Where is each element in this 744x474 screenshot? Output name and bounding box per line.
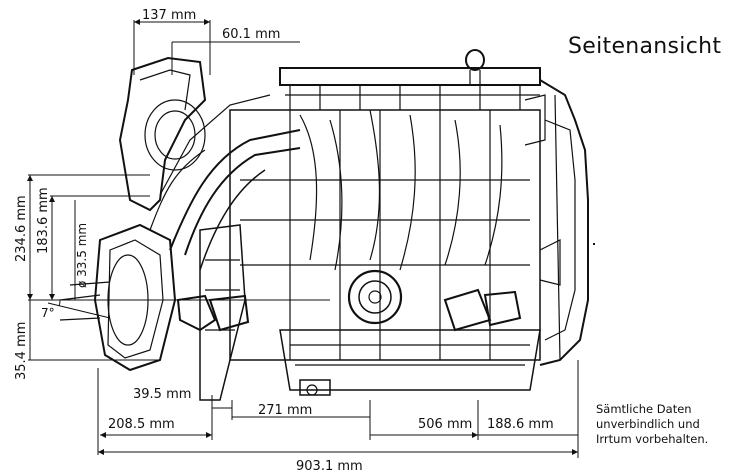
disclaimer-note: Sämtliche Daten unverbindlich und Irrtum… (596, 402, 708, 447)
dim-angle: 7° (41, 306, 55, 320)
dim-front-length: 208.5 mm (108, 417, 175, 432)
dim-height-upper: 234.6 mm (14, 195, 29, 262)
dim-top-offset: 60.1 mm (222, 27, 280, 42)
dim-center-length: 506 mm (418, 417, 472, 432)
dim-diameter: ø 33.5 mm (75, 223, 89, 288)
disclaimer-line: unverbindlich und (596, 417, 700, 431)
disclaimer-line: Irrtum vorbehalten. (596, 432, 709, 446)
dimension-labels: 137 mm 60.1 mm 234.6 mm 183.6 mm ø 33.5 … (14, 8, 554, 474)
dim-height-lower: 35.4 mm (14, 322, 29, 380)
dim-top-width: 137 mm (142, 8, 196, 23)
disclaimer-line: Sämtliche Daten (596, 402, 692, 416)
dim-rear-length: 188.6 mm (487, 417, 554, 432)
dim-height-mid: 183.6 mm (36, 187, 51, 254)
dim-mid-length: 271 mm (258, 403, 312, 418)
marker-dot (593, 243, 595, 245)
dimension-arrows (27, 19, 578, 455)
dim-small-offset: 39.5 mm (133, 387, 191, 402)
engine-outline (59, 49, 589, 401)
page-title: Seitenansicht (568, 34, 722, 59)
dimension-lines (28, 20, 579, 458)
dim-total-length: 903.1 mm (296, 459, 363, 474)
